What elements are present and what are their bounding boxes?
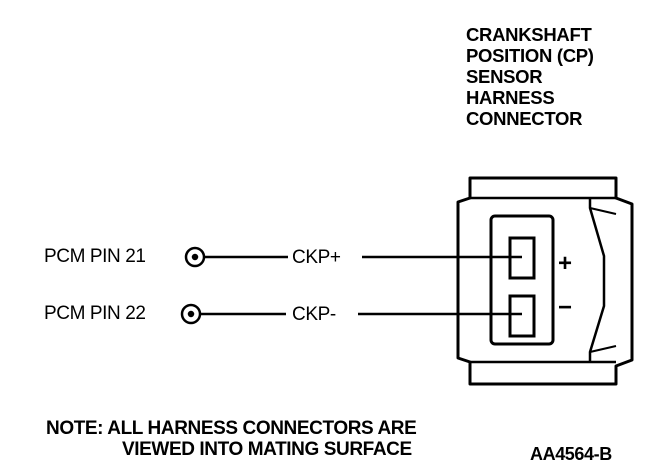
- connector-cavity: [489, 214, 555, 346]
- polarity-plus-symbol: +: [558, 250, 573, 277]
- note-line-1: NOTE: ALL HARNESS CONNECTORS ARE: [46, 418, 417, 439]
- figure-id: AA4564-B: [530, 444, 612, 464]
- ckp-minus-label: CKP-: [292, 304, 336, 325]
- pcm-pin-22-label: PCM PIN 22: [44, 303, 146, 324]
- title-line: CONNECTOR: [466, 108, 583, 129]
- terminal-negative: [508, 294, 536, 338]
- polarity-minus-symbol: −: [558, 294, 573, 321]
- title-line: SENSOR: [466, 66, 543, 87]
- title-line: CRANKSHAFT: [466, 24, 592, 45]
- pcm-pin-21-label: PCM PIN 21: [44, 246, 146, 267]
- connector-body: [456, 176, 634, 386]
- ckp-plus-label: CKP+: [292, 247, 341, 268]
- note-line-2: VIEWED INTO MATING SURFACE: [122, 439, 412, 460]
- circuit-pin-21: [184, 246, 522, 268]
- connector-title: CRANKSHAFT POSITION (CP) SENSOR HARNESS …: [466, 24, 666, 129]
- title-line: HARNESS: [466, 87, 555, 108]
- circuit-pin-22: [180, 303, 522, 325]
- title-line: POSITION (CP): [466, 45, 594, 66]
